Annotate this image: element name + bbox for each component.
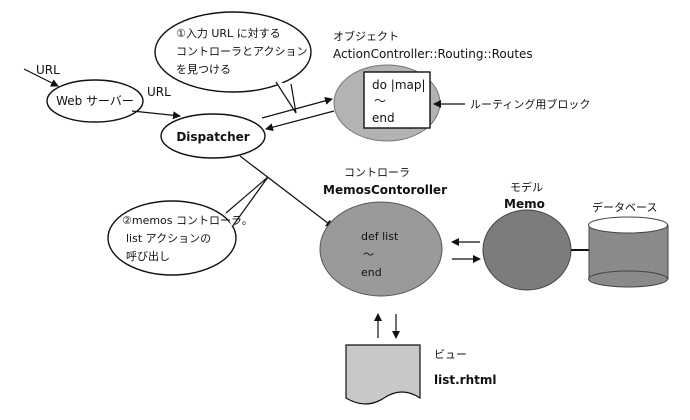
object-class-name: ActionController::Routing::Routes	[333, 47, 533, 61]
view-name: list.rhtml	[434, 373, 496, 387]
database-top	[588, 216, 668, 234]
routes-code-line-3: end	[372, 111, 395, 125]
web-server-label: Web サーバー	[56, 94, 134, 108]
view-caption: ビュー	[434, 348, 467, 361]
callout-1-line-3: を見つける	[176, 63, 231, 76]
routes-to-dispatcher-arrow	[265, 110, 335, 132]
callout-2-bubble	[107, 200, 237, 276]
database-label: データベース	[592, 200, 657, 214]
controller-code-line-2: 〜	[363, 248, 374, 261]
model-caption: モデル	[510, 180, 543, 194]
callout-1-line-1: ①入力 URL に対する	[176, 26, 281, 40]
callout-2-line-3: 呼び出し	[126, 249, 170, 263]
callout-1-line-2: コントローラとアクション	[176, 45, 307, 58]
callout-1-bubble	[154, 11, 312, 93]
routes-code-line-1: do |map|	[372, 78, 426, 92]
model-node	[482, 209, 572, 291]
controller-name: MemosContoroller	[323, 183, 447, 197]
controller-caption: コントローラ	[344, 166, 410, 179]
routing-block-label: ルーティング用ブロック	[470, 97, 590, 111]
object-caption: オブジェクト	[333, 29, 399, 43]
callout-2-tail	[225, 176, 269, 228]
dispatcher-node	[160, 113, 266, 159]
callout-2-line-1: ②memos コントローラ。	[122, 214, 253, 227]
database-body	[588, 224, 669, 280]
url-in-label: URL	[36, 63, 60, 77]
dispatcher-label: Dispatcher	[176, 130, 249, 144]
web-server-node	[46, 79, 144, 123]
url-mid-label: URL	[147, 85, 171, 99]
callout-1-tail	[275, 81, 297, 114]
view-document	[345, 344, 421, 405]
url-in-arrow	[23, 68, 59, 87]
routes-code-block	[363, 71, 431, 129]
url-mid-arrow	[131, 110, 181, 120]
controller-code-line-3: end	[361, 266, 382, 279]
database-bottom	[588, 270, 668, 288]
callout-2-line-2: list アクションの	[126, 232, 211, 245]
dispatcher-to-controller-arrow	[239, 155, 334, 228]
routes-code-line-2: 〜	[374, 94, 386, 108]
controller-node	[319, 201, 443, 297]
dispatcher-to-routes-arrow	[261, 96, 333, 119]
model-name: Memo	[504, 197, 545, 211]
controller-code-line-1: def list	[361, 230, 399, 243]
